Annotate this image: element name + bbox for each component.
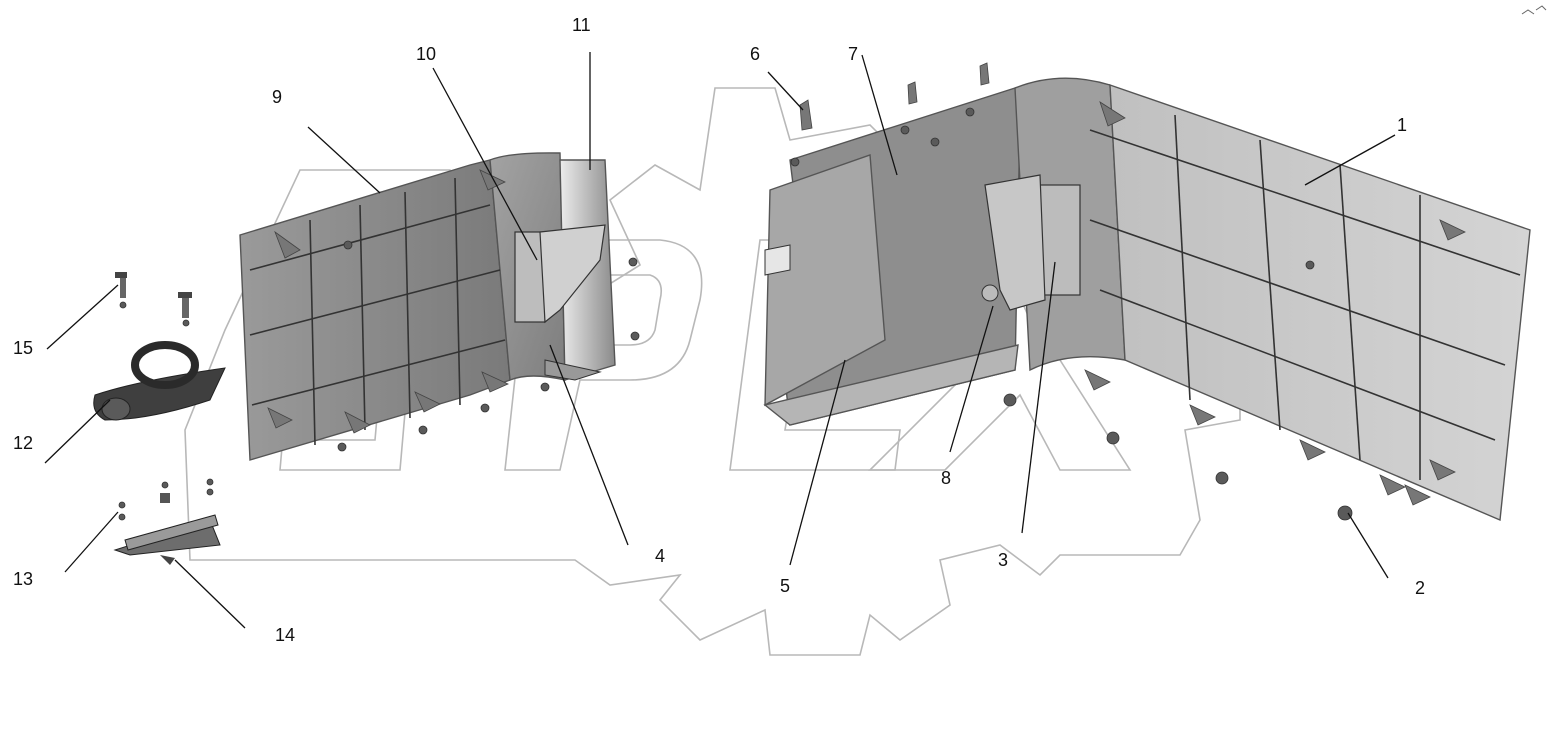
leader-14 [174,559,246,629]
leader-12 [44,399,111,464]
leader-13 [64,511,119,573]
callout-15: 15 [13,338,33,358]
mounting-bracket-part [113,478,221,565]
leader-4 [549,344,629,546]
callout-10: 10 [416,44,436,64]
right-side-panel [981,77,1531,522]
middle-door-panel [763,62,1021,426]
callout-7: 7 [848,44,858,64]
left-side-panel [239,152,640,461]
callout-1: 1 [1397,115,1407,135]
middle-panel-clips [790,62,990,167]
callout-13: 13 [13,569,33,589]
leader-7 [861,54,898,176]
leader-3 [1021,261,1056,534]
callout-2: 2 [1415,578,1425,598]
callout-4: 4 [655,546,665,566]
leader-8 [949,305,994,453]
leader-lines [44,52,1396,629]
callout-labels: 1 2 3 4 5 6 7 8 9 10 11 12 13 14 15 [13,15,1425,645]
leader-15 [46,284,119,350]
corner-mark [1521,5,1547,15]
leader-5 [789,359,846,566]
hose-clamp-part [93,341,226,421]
leader-2 [1347,512,1389,579]
callout-12: 12 [13,433,33,453]
callout-14: 14 [275,625,295,645]
leader-9 [307,126,381,194]
callout-11: 11 [572,15,591,35]
leader-1 [1304,134,1396,186]
right-panel-bolts [1003,260,1353,521]
fastener-screws [115,272,192,327]
callout-6: 6 [750,44,760,64]
callout-9: 9 [272,87,282,107]
callout-8: 8 [941,468,951,488]
callout-3: 3 [998,550,1008,570]
callout-5: 5 [780,576,790,596]
left-panel-clips [267,169,509,434]
right-panel-clips [1084,101,1466,506]
left-panel-bolts [337,240,640,452]
leader-10 [432,67,538,261]
leader-6 [767,71,804,111]
